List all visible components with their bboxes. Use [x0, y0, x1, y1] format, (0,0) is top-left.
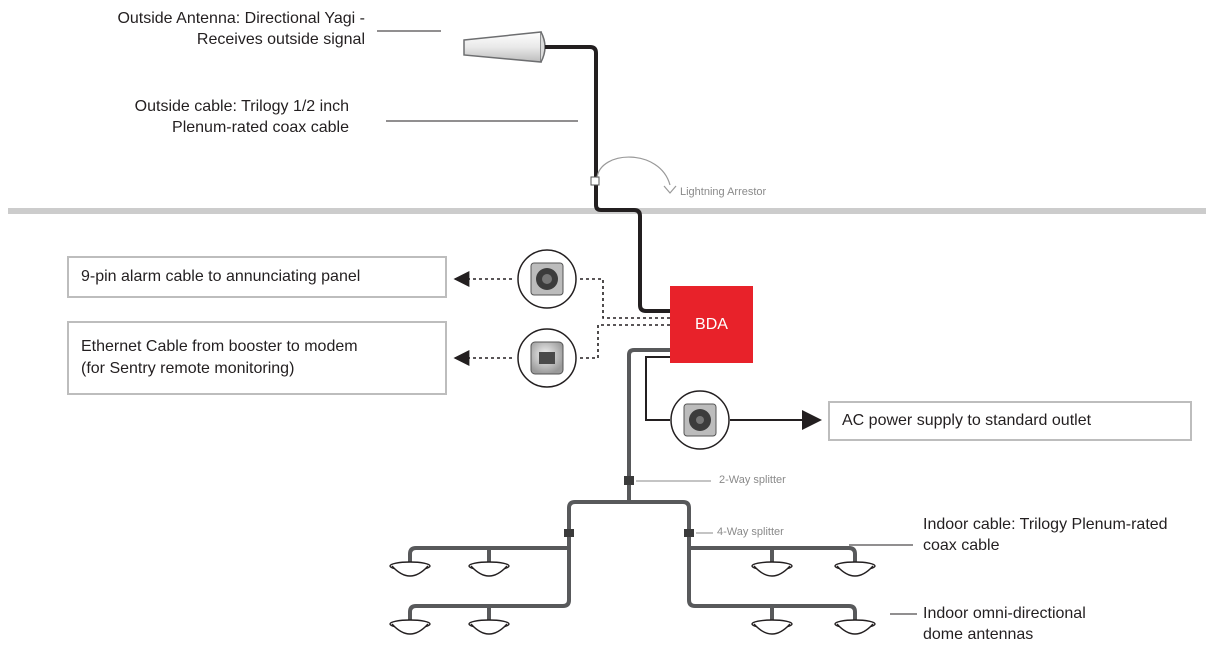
right-upper-branch	[689, 546, 857, 562]
dome-antenna-icon	[834, 619, 876, 635]
lightning-arrestor-label: Lightning Arrestor	[680, 186, 767, 198]
ac-power-box: AC power supply to standard outlet	[828, 401, 1192, 441]
left-lower-branch	[408, 599, 571, 620]
outside-cable-label: Outside cable: Trilogy 1/2 inch Plenum-r…	[40, 96, 349, 138]
indoor-cable-trunk	[627, 348, 670, 500]
indoor-antennas-label-line2: dome antennas	[923, 626, 1034, 643]
dome-antenna-icon	[468, 561, 510, 577]
dome-antenna-icon	[751, 561, 793, 577]
dome-antenna-icon	[751, 619, 793, 635]
two-way-branch	[567, 500, 691, 600]
lightning-arrestor-leader	[596, 156, 671, 186]
outside-cable-label-line2: Plenum-rated coax cable	[172, 119, 349, 136]
outside-antenna-label-line1: Outside Antenna: Directional Yagi -	[117, 10, 365, 27]
ethernet-label-line2: (for Sentry remote monitoring)	[81, 360, 295, 377]
bda-label: BDA	[695, 315, 728, 333]
ac-power-cable	[645, 356, 670, 421]
left-upper-branch	[408, 546, 569, 562]
two-way-splitter-label: 2-Way splitter	[719, 474, 786, 486]
alarm-cable-box: 9-pin alarm cable to annunciating panel	[67, 256, 447, 298]
four-way-splitter-label: 4-Way splitter	[717, 526, 784, 538]
dome-antenna-icon	[468, 619, 510, 635]
bda-unit: BDA	[670, 286, 753, 363]
four-way-splitter-left-icon	[564, 529, 574, 537]
dome-antenna-icon	[389, 561, 431, 577]
outside-cable-label-line1: Outside cable: Trilogy 1/2 inch	[134, 98, 349, 115]
dome-antenna-icon	[834, 561, 876, 577]
indoor-cable-label-line2: coax cable	[923, 537, 1000, 554]
outside-cable	[545, 45, 670, 313]
lightning-arrestor-icon	[590, 176, 600, 186]
indoor-cable-label: Indoor cable: Trilogy Plenum-rated coax …	[923, 514, 1168, 556]
ethernet-label-line1: Ethernet Cable from booster to modem	[81, 338, 358, 355]
indoor-cable-label-line1: Indoor cable: Trilogy Plenum-rated	[923, 516, 1168, 533]
outside-antenna-label-line2: Receives outside signal	[196, 31, 365, 48]
ethernet-cable-dotted	[580, 324, 670, 359]
outside-antenna-label: Outside Antenna: Directional Yagi - Rece…	[40, 8, 365, 50]
four-way-splitter-right-icon	[684, 529, 694, 537]
dome-antenna-icon	[389, 619, 431, 635]
indoor-antennas-label-line1: Indoor omni-directional	[923, 605, 1086, 622]
indoor-antennas-label: Indoor omni-directional dome antennas	[923, 603, 1086, 645]
ethernet-cable-box: Ethernet Cable from booster to modem (fo…	[67, 321, 447, 395]
alarm-cable-dotted	[580, 278, 670, 319]
ac-power-label: AC power supply to standard outlet	[842, 412, 1092, 429]
yagi-antenna-icon	[463, 31, 546, 63]
right-lower-branch	[687, 599, 857, 620]
two-way-splitter-icon	[624, 476, 634, 485]
alarm-cable-label: 9-pin alarm cable to annunciating panel	[81, 268, 361, 285]
